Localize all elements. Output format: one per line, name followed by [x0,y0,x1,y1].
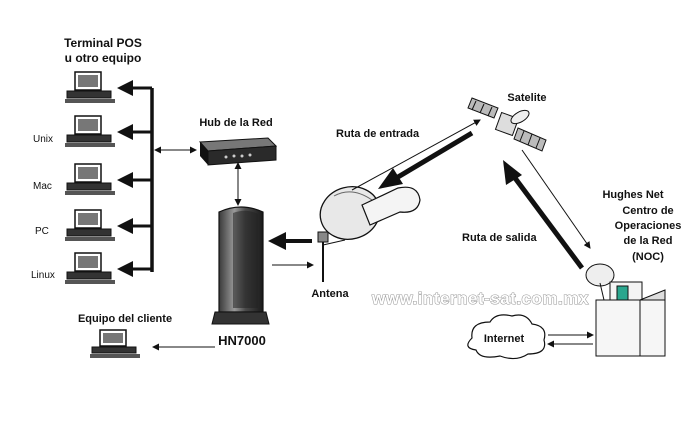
computer-icon-mac [65,163,115,195]
computer-icon-top [65,71,115,103]
linux-label: Linux [31,270,55,281]
terminal-title-line1: Terminal POS [64,36,142,50]
client-label: Equipo del cliente [78,313,172,325]
antenna-satellite-link [351,119,481,191]
satellite-noc-link [521,149,591,249]
inbound-route-label: Ruta de entrada [336,128,420,140]
satellite-label: Satelite [507,92,546,104]
satellite-icon [467,97,547,152]
noc-label-line3: Operaciones [615,220,682,232]
terminal-arrows [117,80,152,277]
satellite-dish-icon [317,186,421,282]
hub-label: Hub de la Red [199,117,272,129]
computer-icon-linux [65,252,115,284]
hn7000-label: HN7000 [218,333,266,348]
noc-building-icon [585,263,666,357]
noc-label-line4: de la Red [624,235,673,247]
computer-icon-unix [65,115,115,147]
noc-label-line5: (NOC) [632,251,664,263]
outbound-route-label: Ruta de salida [462,232,537,244]
antenna-label: Antena [311,288,349,300]
noc-label-line2: Centro de [622,205,673,217]
unix-label: Unix [33,134,53,145]
satellite-antenna-bold-arrow [378,130,474,189]
network-hub-icon [198,137,278,166]
client-computer-icon [90,329,140,358]
internet-cloud-icon [467,314,546,360]
hn7000-modem-icon [211,206,270,325]
internet-label: Internet [484,333,525,345]
modem-antenna-bold-arrow [268,232,312,250]
computer-icon-pc [65,209,115,241]
terminal-title-line2: u otro equipo [65,51,142,65]
watermark-text: www.internet-sat.com.mx [371,289,589,308]
noc-satellite-bold-arrow [503,160,585,270]
mac-label: Mac [33,181,52,192]
pc-label: PC [35,226,49,237]
noc-label-line1: Hughes Net [602,189,663,201]
